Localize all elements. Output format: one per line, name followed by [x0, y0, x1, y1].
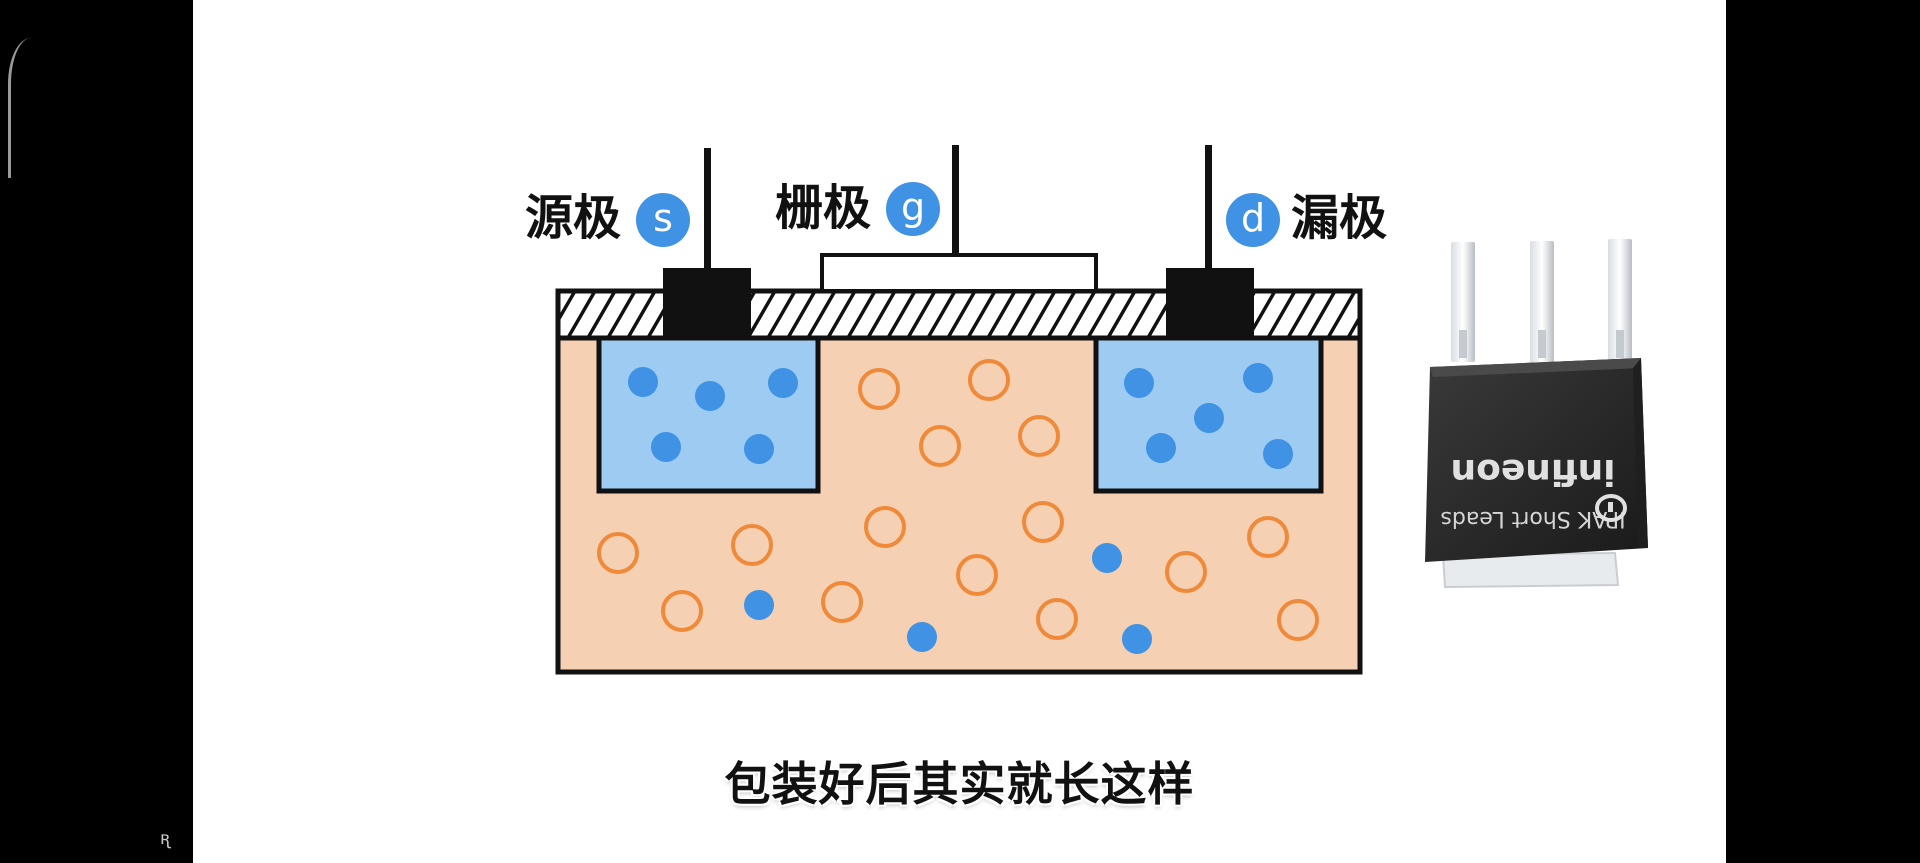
electron: [1263, 439, 1293, 469]
source-lead: [704, 148, 711, 270]
electron: [1092, 543, 1122, 573]
overlay-icon: ꭆ: [160, 826, 170, 850]
ipak-chip: IPAK Short Leads infineon: [1425, 239, 1648, 587]
electron: [744, 434, 774, 464]
electron: [1122, 624, 1152, 654]
video-frame[interactable]: IPAK Short Leads infineon 源极 s 栅极 g d 漏极…: [193, 0, 1726, 863]
electron: [628, 367, 658, 397]
drain-badge: d: [1226, 193, 1280, 247]
source-label: 源极: [525, 190, 621, 246]
source-badge: s: [636, 193, 690, 247]
gate-plate: [822, 255, 1096, 291]
gate-lead: [952, 145, 959, 257]
electron: [1243, 363, 1273, 393]
mosfet-diagram: IPAK Short Leads infineon: [193, 0, 1726, 863]
chip-brand-text: infineon: [1450, 451, 1615, 492]
edge-stroke: [8, 38, 31, 178]
electron: [695, 381, 725, 411]
electron: [1146, 433, 1176, 463]
gate-badge: g: [886, 182, 940, 236]
electron: [1124, 368, 1154, 398]
electron: [651, 432, 681, 462]
electron: [744, 590, 774, 620]
drain-label: 漏极: [1291, 190, 1387, 246]
source-contact: [663, 268, 751, 338]
drain-lead: [1205, 145, 1212, 270]
gate-label: 栅极: [775, 180, 871, 236]
right-letterbox: [1726, 0, 1920, 863]
electron: [1194, 403, 1224, 433]
drain-contact: [1166, 268, 1254, 338]
left-letterbox: ꭆ: [0, 0, 193, 863]
source-n-region: [599, 338, 818, 491]
electron: [768, 368, 798, 398]
video-subtitle: 包装好后其实就长这样: [193, 748, 1726, 814]
electron: [907, 622, 937, 652]
